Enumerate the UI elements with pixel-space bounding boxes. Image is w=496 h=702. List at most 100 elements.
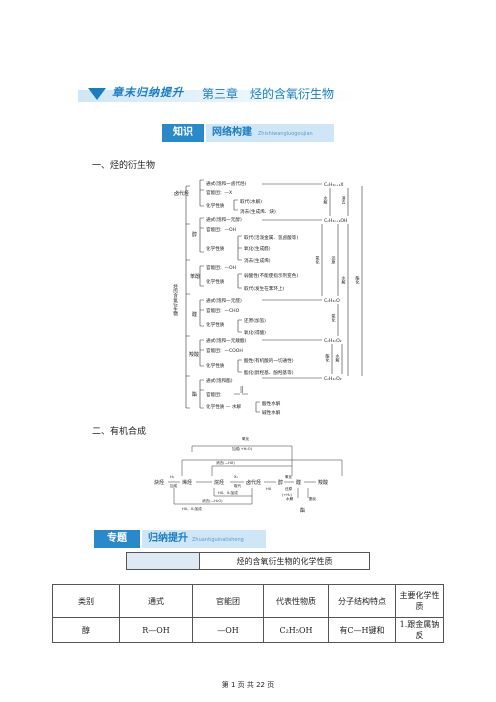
aldehyde-formula: CₙH₂ₙO [324, 298, 340, 304]
acid-name: 羧酸 [189, 351, 199, 358]
syn-plus-h2: (+H₂) [282, 493, 293, 497]
section-heading-2: 二、有机合成 [92, 427, 147, 437]
knowledge-tag: 知识 网络构建 Zhishiwangluogoujian [162, 124, 334, 142]
aldehyde-name: 醛 [192, 311, 197, 318]
syn-hx-add: HX、X₂加成 [218, 490, 238, 495]
ester-group: 官能团： [206, 391, 224, 398]
acid-formula: CₙH₂ₙO₂ [324, 338, 342, 344]
syn-sub: 取代 [234, 483, 242, 488]
syn-elim2: 消去(—H₂O) [202, 498, 223, 503]
syn-hx-add2: HX、X₂加成 [182, 506, 202, 511]
side-zhihua: 酯化 [356, 275, 361, 285]
syn-reduction: 还原 [285, 486, 293, 491]
table-cell: C₂H₅OH [263, 617, 329, 643]
side-yanghua2: 氧化 [332, 313, 337, 323]
alcohol-p3: 消去(生成烯) [244, 257, 271, 264]
acid-general: 通式(饱和一元羧酸) [206, 337, 247, 344]
aldehyde-p2: 氧化(得酸) [244, 329, 266, 336]
topic-tag: 专题 归纳提升 Zhuantiguinatisheng [94, 530, 266, 548]
alcohol-name: 醇 [192, 231, 197, 238]
syn-alkane: 烷烃 [214, 479, 224, 486]
header-cell: 分子结构特点 [328, 584, 396, 618]
header-cell: 代表性物质 [263, 584, 329, 618]
aldehyde-props: 化学性质 [206, 321, 225, 328]
halo-general: 通式(饱和一卤代烃) [206, 180, 247, 187]
syn-acid: 羧酸 [318, 479, 328, 486]
page-footer: 第 1 页 共 22 页 [221, 681, 275, 689]
halo-props: 化学性质 [206, 202, 225, 209]
syn-alkene: 烯烃 [182, 479, 192, 486]
header-cell: 主要化学性质 [395, 584, 444, 618]
properties-table: 类别 通式 官能团 代表性物质 分子结构特点 主要化学性质 醇 R—OH —OH… [52, 584, 444, 643]
topic-label-cell [126, 552, 200, 570]
topic-tag-right: 归纳提升 Zhuantiguinatisheng [142, 530, 266, 548]
header-cell: 官能团 [192, 584, 264, 618]
syn-h2: H₂ [170, 475, 175, 479]
side-xiaoqu: 消去 [342, 195, 347, 205]
phenol-p1: 弱酸性(不能使指示剂变色) [244, 272, 298, 279]
ester-props: 化学性质 — 水解 [206, 403, 241, 410]
ester-general: 通式(饱和酯) [206, 377, 233, 384]
triangle-icon [88, 88, 106, 100]
acid-group: 官能团：—COOH [206, 347, 243, 354]
phenol-group: 官能团：—OH [206, 264, 236, 271]
chapter-title: 第三章 烃的含氧衍生物 [202, 87, 335, 101]
topic-title-table: 烃的含氧衍生物的化学性质 [126, 552, 370, 570]
side-yanghua: 氧化 [316, 255, 321, 265]
table-row: 醇 R—OH —OH C₂H₅OH 有C—H键和 1.跟金属钠反 [52, 617, 444, 643]
ester-group-structure [234, 386, 248, 395]
knowledge-tag-right-text: 网络构建 [212, 127, 252, 138]
table-cell: 有C—H键和 [328, 617, 396, 643]
table-cell: 醇 [52, 617, 120, 643]
derivatives-tree-diagram: 烃的含氧衍生物 卤代烃 通式(饱和一卤代烃) 官能团：—X 化学性质 取代(水解… [173, 179, 363, 416]
alcohol-formula: CₙH₂ₙ₊₁OH [324, 218, 348, 224]
phenol-name: 苯酚 [190, 273, 200, 280]
acid-p2: 酯化(醇羟基、酚羟基等) [244, 369, 294, 376]
side-shuijie2: 水解 [342, 275, 347, 285]
syn-oxid-top: 氧化 [242, 436, 250, 441]
side-huanyuan: 还原 [332, 255, 337, 264]
table-cell: —OH [192, 617, 264, 643]
ester-formula: CₙH₂ₙO₂ [324, 376, 342, 382]
topic-tag-left: 专题 [94, 530, 140, 548]
section-heading-1: 一、烃的衍生物 [92, 161, 156, 171]
aldehyde-p1: 还原(加氢) [244, 317, 266, 324]
side-zhihua2: 酯化 [326, 353, 331, 363]
aldehyde-general: 通式(饱和一元醛) [206, 297, 242, 304]
syn-x2: X₂ [234, 475, 238, 479]
alcohol-general: 通式(饱和一元醇) [206, 216, 242, 223]
chapter-banner: 章末归纳提升 第三章 烃的含氧衍生物 [78, 82, 358, 104]
header-cell: 类别 [52, 584, 120, 618]
syn-elim: 消去(—HX) [216, 460, 235, 465]
syn-aldehyde: 醛 [296, 479, 301, 486]
phenol-p2: 取代(发生在苯环上) [244, 285, 285, 292]
syn-alkyne: 炔烃 [154, 479, 164, 486]
table-cell: 1.跟金属钠反 [395, 617, 444, 643]
knowledge-tag-sub: Zhishiwangluogoujian [258, 131, 313, 137]
syn-ester: 酯 [300, 508, 305, 514]
syn-hx: HX [266, 487, 272, 491]
halo-name: 卤代烃 [174, 190, 189, 197]
syn-oxidation: 氧化 [285, 474, 293, 479]
halo-formula: CₙH₂ₙ₊₁X [324, 182, 344, 188]
synthesis-diagram: 炔烃 烯烃 烷烃 卤代烃 醇 醛 羧酸 酯 H₂ 加成 X₂ 取代 HX 氧化 … [154, 436, 343, 514]
syn-hydrolysis: 水解 [286, 496, 294, 501]
alcohol-p2: 氧化(生成醛) [244, 245, 271, 252]
phenol-props: 化学性质 [206, 278, 225, 285]
alcohol-props: 化学性质 [206, 245, 225, 252]
table-cell: R—OH [119, 617, 193, 643]
ester-p1: 酸性水解 [262, 400, 281, 407]
alcohol-group: 官能团：—OH [206, 226, 236, 233]
ester-name: 酯 [192, 392, 197, 398]
acid-p1: 酸性(有机酸的一切通性) [244, 357, 294, 364]
syn-halo: 卤代烃 [246, 479, 261, 486]
knowledge-tag-left: 知识 [162, 124, 204, 142]
topic-tag-sub: Zhuantiguinatisheng [192, 537, 244, 543]
aldehyde-group: 官能团：—CHO [206, 307, 240, 314]
syn-add-h2o: 加成(+H₂O) [232, 446, 253, 451]
topic-title-cell: 烃的含氧衍生物的化学性质 [199, 552, 370, 570]
ester-p2: 碱性水解 [262, 409, 281, 416]
syn-esterify: 酯化 [309, 496, 317, 501]
acid-props: 化学性质 [206, 362, 225, 369]
topic-tag-right-text: 归纳提升 [148, 533, 188, 544]
